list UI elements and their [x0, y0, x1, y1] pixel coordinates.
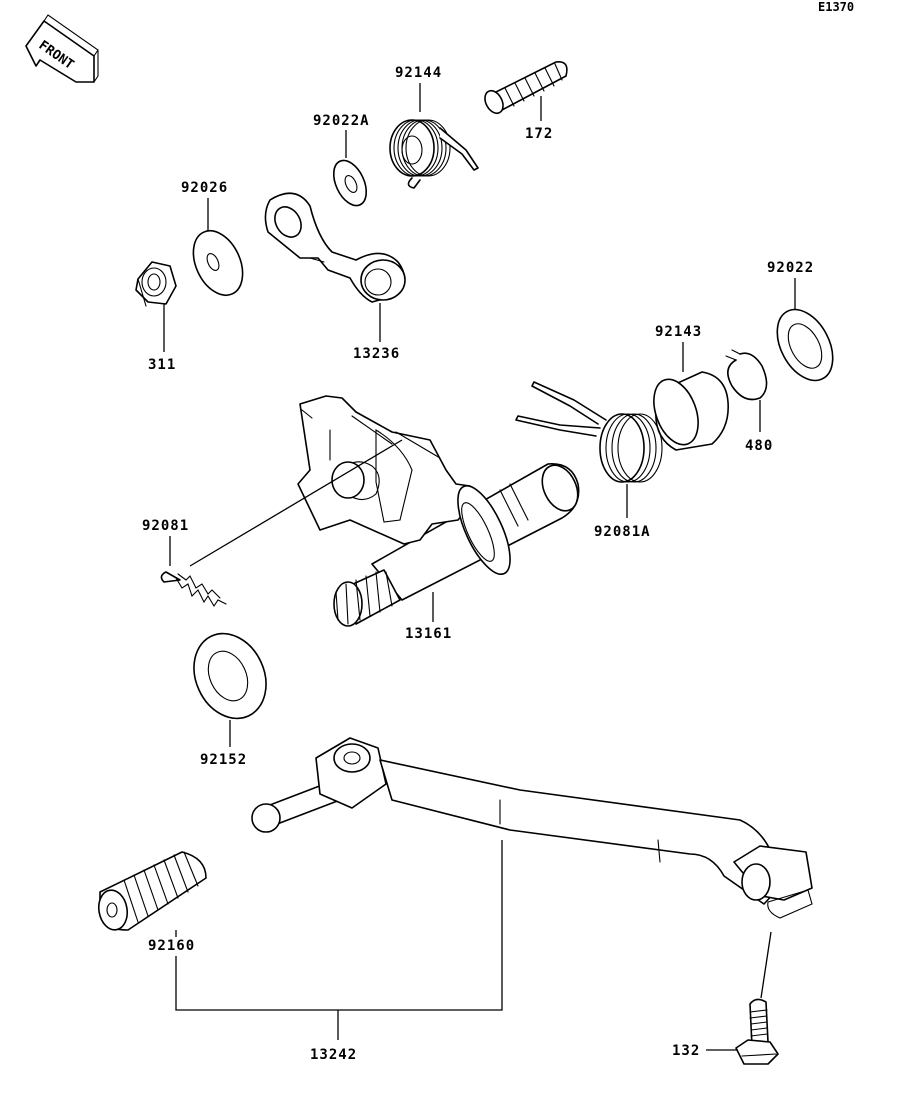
part-label-92022A: 92022A	[313, 113, 370, 129]
part-label-92022: 92022	[767, 260, 814, 276]
part-92152-seal	[193, 632, 267, 720]
part-92081-spring	[160, 571, 227, 608]
part-480-circlip	[725, 349, 768, 401]
part-311-nut	[135, 261, 177, 307]
part-label-92081A: 92081A	[594, 524, 651, 540]
part-172-rubber	[484, 60, 568, 115]
part-label-311: 311	[148, 357, 176, 373]
part-label-92081: 92081	[142, 518, 189, 534]
part-92081A-spring	[515, 381, 663, 483]
part-label-132: 132	[672, 1043, 700, 1059]
part-label-92143: 92143	[655, 324, 702, 340]
part-label-13242: 13242	[310, 1047, 357, 1063]
part-92022-washer	[776, 308, 834, 382]
part-13242-pedal	[251, 737, 813, 919]
part-132-bolt	[735, 998, 779, 1065]
part-label-92152: 92152	[200, 752, 247, 768]
part-label-172: 172	[525, 126, 553, 142]
part-13161-shift-shaft	[297, 395, 580, 627]
part-13236-lever	[264, 192, 406, 303]
part-92160-rubber	[97, 851, 207, 931]
part-92022A-washer	[332, 159, 368, 207]
part-92144-spring	[389, 119, 479, 189]
part-label-92144: 92144	[395, 65, 442, 81]
assembly-bracket	[175, 840, 503, 1011]
diagram-code: E1370	[818, 0, 854, 14]
part-92026-washer	[192, 230, 244, 296]
part-label-13236: 13236	[353, 346, 400, 362]
front-arrow-icon: FRONT	[25, 14, 99, 83]
part-label-480: 480	[745, 438, 773, 454]
part-label-92160: 92160	[148, 938, 195, 954]
part-label-92026: 92026	[181, 180, 228, 196]
part-label-13161: 13161	[405, 626, 452, 642]
part-92143-collar	[653, 371, 729, 451]
